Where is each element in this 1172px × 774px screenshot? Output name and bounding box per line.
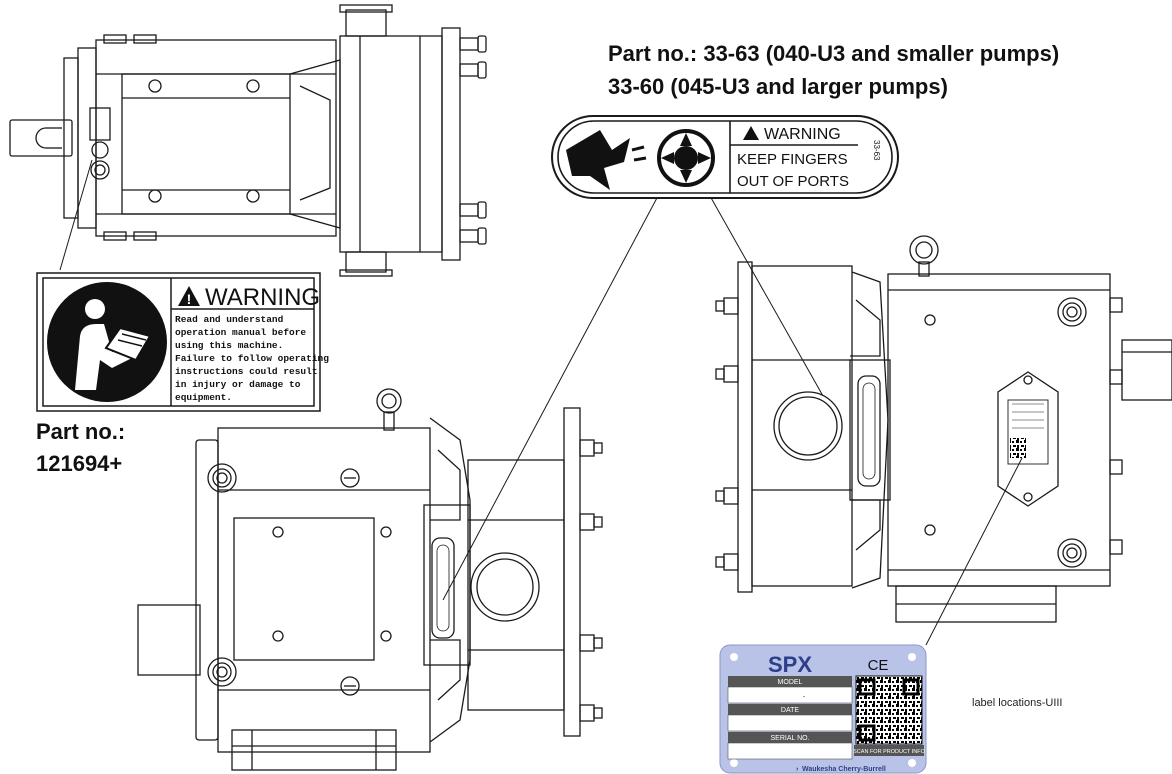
leader-lines — [59, 159, 1023, 646]
scan-label: SCAN FOR PRODUCT INFO — [853, 749, 925, 755]
manual-warning-title: WARNING — [205, 284, 320, 311]
manual-warning-line: using this machine. — [175, 340, 283, 351]
pump-top-view — [9, 4, 487, 277]
manual-warning-line: equipment. — [175, 392, 232, 403]
hand-icon — [566, 130, 630, 190]
spx-nameplate: SPX CE MODEL . DATE SERIAL NO. SCAN FOR … — [719, 644, 927, 774]
maker-label: Waukesha Cherry-Burrell — [802, 766, 886, 773]
pump-side-view-left — [137, 388, 603, 771]
read-manual-icon — [47, 282, 167, 402]
date-label: DATE — [781, 707, 799, 714]
qr-code-icon — [855, 675, 923, 745]
warning-label-manual: ! WARNING Read and understand operation … — [36, 272, 329, 412]
manual-warning-line: in injury or damage to — [175, 379, 301, 390]
model-label: MODEL — [778, 679, 803, 686]
ce-mark: CE — [868, 657, 889, 674]
model-value: . — [803, 689, 806, 699]
svg-text:!: ! — [187, 291, 192, 307]
manual-warning-line: Failure to follow operating — [175, 353, 329, 364]
ports-part-number-line1: Part no.: 33-63 (040-U3 and smaller pump… — [608, 41, 1060, 66]
manual-warning-line: Read and understand — [175, 314, 284, 325]
ports-warning-side-code: 33-63 — [872, 140, 881, 161]
ports-warning-title: WARNING — [764, 126, 841, 143]
manual-part-number-line1: Part no.: — [36, 419, 126, 444]
diagram-caption: label locations-UIII — [972, 697, 1063, 709]
manual-alert-triangle-icon — [178, 286, 200, 306]
rotor-icon — [657, 129, 715, 187]
manual-warning-line: operation manual before — [175, 327, 306, 338]
alert-triangle-icon — [743, 126, 759, 140]
manual-warning-line: instructions could result — [175, 366, 318, 377]
manual-part-number-line2: 121694+ — [36, 451, 123, 476]
warning-label-ports: WARNING KEEP FINGERS OUT OF PORTS 33-63 — [551, 115, 899, 199]
ports-part-number-line2: 33-60 (045-U3 and larger pumps) — [608, 74, 948, 99]
spx-logo: SPX — [768, 652, 812, 677]
chevron-right-icon: › — [796, 766, 799, 773]
serial-label: SERIAL NO. — [770, 735, 809, 742]
ports-warning-line2: OUT OF PORTS — [737, 173, 849, 190]
pump-side-view-right — [715, 235, 1172, 623]
ports-warning-line1: KEEP FINGERS — [737, 151, 848, 168]
